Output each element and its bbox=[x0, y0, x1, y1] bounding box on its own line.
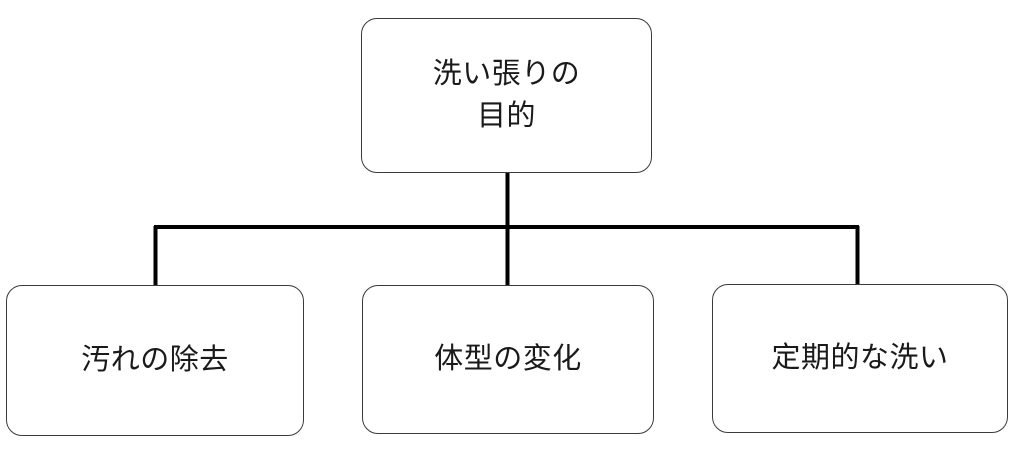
node-child-1-label: 汚れの除去 bbox=[81, 343, 229, 376]
node-root[interactable]: 洗い張りの 目的 bbox=[361, 18, 652, 173]
node-child-3-label: 定期的な洗い bbox=[771, 341, 949, 374]
node-child-1[interactable]: 汚れの除去 bbox=[6, 285, 304, 436]
node-child-3[interactable]: 定期的な洗い bbox=[712, 284, 1008, 433]
node-child-2-label: 体型の変化 bbox=[434, 342, 582, 375]
node-child-2[interactable]: 体型の変化 bbox=[362, 285, 654, 434]
node-root-label: 洗い張りの 目的 bbox=[432, 58, 581, 132]
